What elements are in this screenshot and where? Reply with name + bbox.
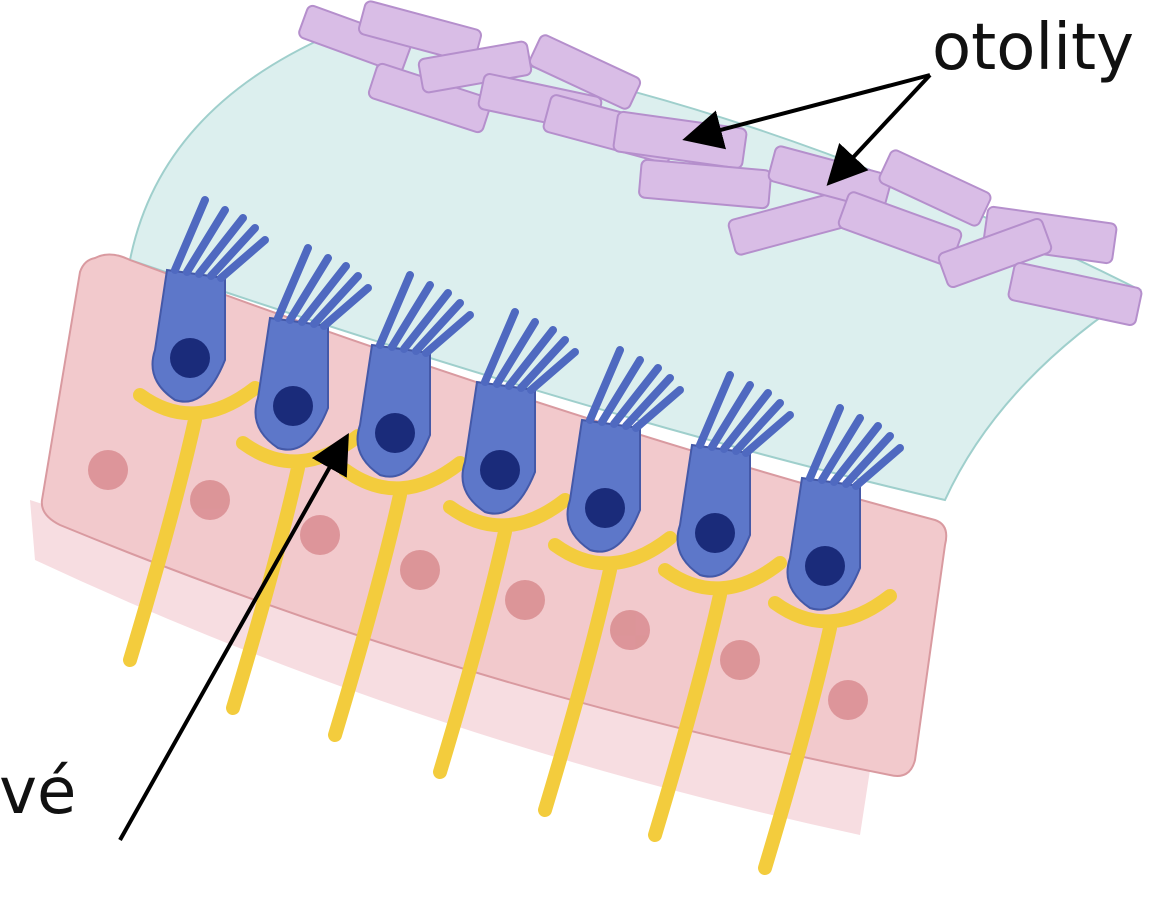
hair-cell-nucleus: [480, 450, 520, 490]
hair-cell-nucleus: [585, 488, 625, 528]
support-nucleus: [828, 680, 868, 720]
hair-cell-nucleus: [170, 338, 210, 378]
support-nucleus: [190, 480, 230, 520]
support-nucleus: [300, 515, 340, 555]
support-nucleus: [610, 610, 650, 650]
arrow-otolith-1: [690, 75, 930, 138]
hair-cell-nucleus: [805, 546, 845, 586]
hair-cell-body: [678, 445, 751, 577]
hair-cell-body: [256, 318, 329, 450]
support-nucleus: [505, 580, 545, 620]
hair-cell-body: [463, 382, 536, 514]
support-nucleus: [720, 640, 760, 680]
hair-cell-body: [358, 345, 431, 477]
otoliths-label: otolity: [932, 16, 1134, 80]
hair-cell-nucleus: [695, 513, 735, 553]
hair-cell-body: [568, 420, 641, 552]
hair-cells-label-line1: ové: [0, 760, 76, 824]
hair-cell-body: [788, 478, 861, 610]
hair-cell-nucleus: [273, 386, 313, 426]
support-nucleus: [400, 550, 440, 590]
otolith-organ-diagram: [0, 0, 1164, 876]
support-nucleus: [88, 450, 128, 490]
hair-cell-nucleus: [375, 413, 415, 453]
hair-cell-body: [153, 270, 226, 402]
